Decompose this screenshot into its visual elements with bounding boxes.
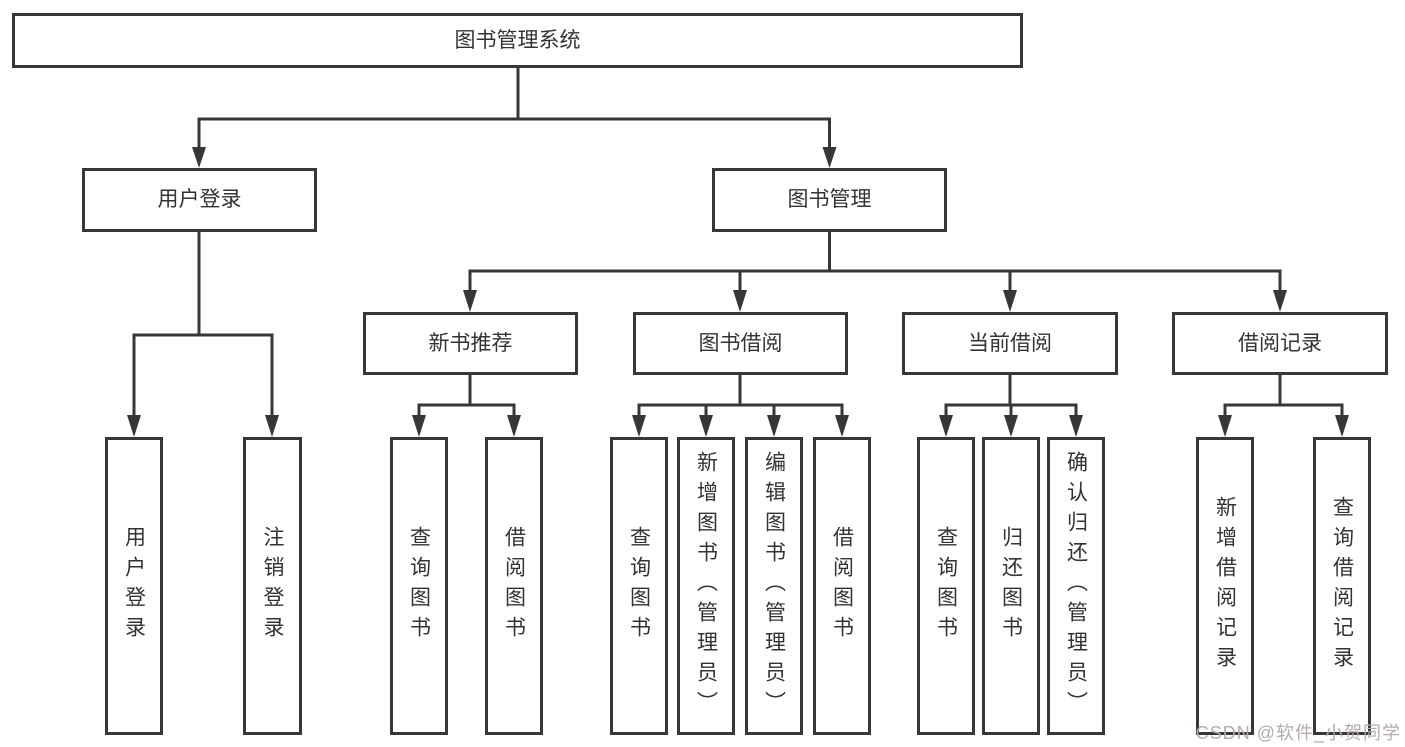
node-label: 查询图书 xyxy=(407,526,431,646)
node-book-borrowing: 图书借阅 xyxy=(633,312,848,375)
node-label: 用户登录 xyxy=(157,188,242,212)
arrowhead-icon xyxy=(767,415,781,437)
arrowhead-icon xyxy=(192,147,206,168)
connector-login-to-leaves xyxy=(127,232,279,437)
arrowhead-icon xyxy=(1273,290,1287,312)
node-label: 借阅记录 xyxy=(1238,331,1322,355)
arrowhead-icon xyxy=(1003,290,1017,312)
arrowhead-icon xyxy=(939,415,953,437)
leaf-edit-books-admin: 编辑图书（管理员） xyxy=(745,437,803,735)
arrowhead-icon xyxy=(1069,415,1083,437)
node-label: 新增图书（管理员） xyxy=(694,451,718,721)
node-label: 注销登录 xyxy=(261,526,284,646)
connector-recommend-to-leaves xyxy=(412,375,521,437)
arrowhead-icon xyxy=(822,147,837,168)
connector-records-to-leaves xyxy=(1218,375,1349,437)
leaf-borrow-books: 借阅图书 xyxy=(813,437,871,735)
node-label: 借阅图书 xyxy=(502,526,526,646)
csdn-watermark: CSDN @软件_小贺同学 xyxy=(1195,723,1401,743)
node-label: 新增借阅记录 xyxy=(1213,496,1237,676)
leaf-logout: 注销登录 xyxy=(243,437,302,735)
arrowhead-icon xyxy=(1335,415,1349,437)
leaf-add-borrow-record: 新增借阅记录 xyxy=(1196,437,1254,735)
node-label: 图书管理 xyxy=(787,188,872,212)
arrowhead-icon xyxy=(265,415,279,437)
node-book-management: 图书管理 xyxy=(712,168,947,232)
node-library-management-system: 图书管理系统 xyxy=(12,13,1023,68)
arrowhead-icon xyxy=(733,290,747,312)
node-label: 当前借阅 xyxy=(968,331,1052,355)
node-label: 查询图书 xyxy=(627,526,651,646)
connector-borrow-to-leaves xyxy=(632,375,849,437)
node-label: 查询借阅记录 xyxy=(1330,496,1354,676)
node-label: 新书推荐 xyxy=(428,331,513,355)
arrowhead-icon xyxy=(463,290,477,312)
connector-manage-to-level3 xyxy=(463,232,1287,312)
connector-root-to-level2 xyxy=(192,68,837,168)
node-current-borrowing: 当前借阅 xyxy=(902,312,1118,375)
node-new-book-recommendation: 新书推荐 xyxy=(363,312,578,375)
leaf-query-borrow-record: 查询借阅记录 xyxy=(1313,437,1371,735)
node-label: 图书管理系统 xyxy=(454,28,581,52)
node-label: 编辑图书（管理员） xyxy=(762,451,786,721)
node-label: 图书借阅 xyxy=(698,331,783,355)
node-user-login: 用户登录 xyxy=(82,168,317,232)
leaf-confirm-return-admin: 确认归还（管理员） xyxy=(1047,437,1105,735)
node-label: 用户登录 xyxy=(122,526,146,646)
arrowhead-icon xyxy=(127,415,141,437)
arrowhead-icon xyxy=(507,415,521,437)
leaf-query-books: 查询图书 xyxy=(917,437,975,735)
arrowhead-icon xyxy=(1004,415,1018,437)
leaf-user-login: 用户登录 xyxy=(105,437,163,735)
leaf-add-books-admin: 新增图书（管理员） xyxy=(677,437,735,735)
leaf-query-books: 查询图书 xyxy=(610,437,668,735)
node-label: 归还图书 xyxy=(999,526,1023,646)
node-label: 借阅图书 xyxy=(830,526,854,646)
leaf-query-books: 查询图书 xyxy=(390,437,448,735)
arrowhead-icon xyxy=(699,415,713,437)
arrowhead-icon xyxy=(632,415,646,437)
node-label: 查询图书 xyxy=(934,526,958,646)
arrowhead-icon xyxy=(412,415,426,437)
leaf-return-books: 归还图书 xyxy=(982,437,1040,735)
connector-current-to-leaves xyxy=(939,375,1083,437)
node-label: 确认归还（管理员） xyxy=(1064,451,1088,721)
arrowhead-icon xyxy=(835,415,849,437)
arrowhead-icon xyxy=(1218,415,1232,437)
node-borrowing-records: 借阅记录 xyxy=(1172,312,1388,375)
leaf-borrow-books: 借阅图书 xyxy=(485,437,543,735)
